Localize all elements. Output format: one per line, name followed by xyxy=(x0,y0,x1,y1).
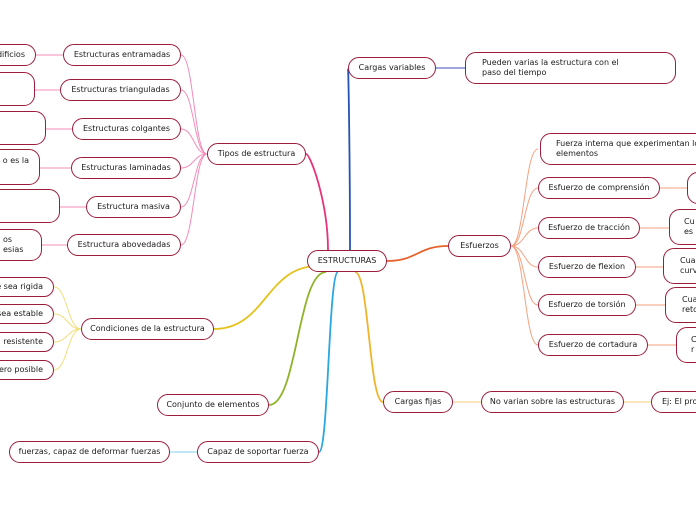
leaf-resistente[interactable]: resistente xyxy=(0,332,54,352)
subtopic-esfuerzo-torsion[interactable]: Esfuerzo de torsión xyxy=(538,294,636,316)
leaf-torsion[interactable]: Cua reto xyxy=(665,287,696,323)
link-tipos-0 xyxy=(180,54,208,155)
link-cond-3 xyxy=(53,328,82,371)
topic-capaz-de-soportar-fuerza[interactable]: Capaz de soportar fuerza xyxy=(197,441,319,463)
leaf-masiva[interactable] xyxy=(0,189,60,223)
subtopic-estructuras-trianguladas[interactable]: Estructuras trianguladas xyxy=(60,79,181,101)
leaf-ejemplo[interactable]: Ej: El pro xyxy=(651,391,696,413)
link-esf-4 xyxy=(510,245,539,306)
branch-condiciones xyxy=(213,265,319,330)
subtopic-estructura-abovedadas[interactable]: Estructura abovedadas xyxy=(67,234,181,256)
leaf-trianguladas[interactable] xyxy=(0,72,35,106)
leaf-colgantes[interactable] xyxy=(0,111,46,145)
leaf-capaz-deformar[interactable]: fuerzas, capaz de deformar fuerzas xyxy=(9,441,170,463)
subtopic-estructuras-entramadas[interactable]: Estructuras entramadas xyxy=(63,44,181,66)
leaf-traccion[interactable]: Cu es xyxy=(669,209,696,245)
subtopic-esfuerzo-comprension[interactable]: Esfuerzo de comprensión xyxy=(538,177,660,199)
link-tipos-1 xyxy=(180,89,208,155)
leaf-ero-posible[interactable]: ero posible xyxy=(0,360,54,380)
subtopic-fuerza-interna[interactable]: Fuerza interna que experimentan los elem… xyxy=(540,133,696,165)
subtopic-esfuerzo-cortadura[interactable]: Esfuerzo de cortadura xyxy=(538,334,648,356)
link-esf-1 xyxy=(510,187,539,247)
leaf-cortadura[interactable]: C r xyxy=(676,327,696,363)
topic-cargas-variables[interactable]: Cargas variables xyxy=(348,57,436,79)
leaf-no-varian[interactable]: No varian sobre las estructuras xyxy=(481,391,624,413)
central-topic[interactable]: ESTRUCTURAS xyxy=(307,250,387,272)
link-esf-2 xyxy=(510,227,539,247)
topic-cargas-fijas[interactable]: Cargas fijas xyxy=(383,391,453,413)
leaf-flexion[interactable]: Cua curv xyxy=(663,248,696,284)
branch-tipos xyxy=(305,153,329,251)
link-esf-0 xyxy=(510,148,539,247)
link-tipos-2 xyxy=(180,128,208,155)
branch-capaz xyxy=(318,271,339,453)
subtopic-esfuerzo-flexion[interactable]: Esfuerzo de flexion xyxy=(538,256,636,278)
subtopic-esfuerzo-traccion[interactable]: Esfuerzo de tracción xyxy=(538,217,640,239)
topic-esfuerzos[interactable]: Esfuerzos xyxy=(448,235,511,257)
subtopic-estructura-masiva[interactable]: Estructura masiva xyxy=(86,196,181,218)
branch-esfuerzos xyxy=(386,245,449,262)
leaf-laminadas[interactable]: o es la xyxy=(0,149,40,185)
leaf-pueden-variar[interactable]: Pueden varias la estructura con el paso … xyxy=(465,52,676,84)
link-cond-0 xyxy=(53,286,82,330)
link-tipos-5 xyxy=(180,153,208,246)
link-esf-5 xyxy=(510,245,539,346)
leaf-sea-rigida[interactable]: e sea rigida xyxy=(0,277,54,297)
branch-variables xyxy=(347,67,351,251)
branch-conjunto xyxy=(268,271,327,406)
leaf-entramadas[interactable]: dificios xyxy=(0,44,36,66)
subtopic-estructuras-colgantes[interactable]: Estructuras colgantes xyxy=(72,118,181,140)
subtopic-estructuras-laminadas[interactable]: Estructuras laminadas xyxy=(71,157,181,179)
branch-fijas xyxy=(354,271,384,403)
topic-condiciones-de-la-estructura[interactable]: Condiciones de la estructura xyxy=(81,318,214,340)
leaf-sea-estable[interactable]: sea estable xyxy=(0,304,54,324)
leaf-comprension[interactable] xyxy=(687,172,696,204)
topic-conjunto-de-elementos[interactable]: Conjunto de elementos xyxy=(157,394,269,416)
topic-tipos-de-estructura[interactable]: Tipos de estructura xyxy=(207,143,306,165)
link-cond-1 xyxy=(53,313,82,330)
leaf-abovedadas[interactable]: os esias xyxy=(0,229,42,261)
